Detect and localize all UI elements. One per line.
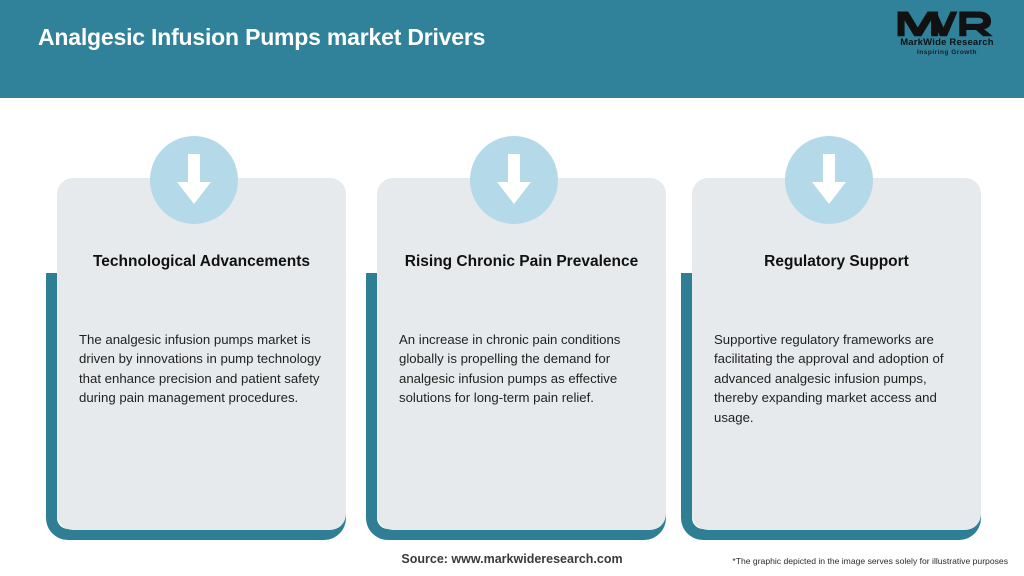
- card-body: Technological Advancements The analgesic…: [57, 178, 346, 530]
- card-description: The analgesic infusion pumps market is d…: [79, 332, 321, 406]
- disclaimer-note: *The graphic depicted in the image serve…: [732, 556, 1008, 566]
- card-heading: Technological Advancements: [92, 253, 311, 270]
- source-label: Source: www.markwideresearch.com: [401, 552, 623, 566]
- driver-card-3: Regulatory Support Supportive regulatory…: [681, 98, 987, 540]
- card-description: An increase in chronic pain conditions g…: [399, 332, 621, 406]
- arrow-down-icon: [785, 136, 873, 224]
- card-heading: Rising Chronic Pain Prevalence: [404, 253, 639, 270]
- driver-card-1: Technological Advancements The analgesic…: [46, 98, 352, 540]
- header-band: Analgesic Infusion Pumps market Drivers …: [0, 0, 1024, 98]
- card-body: Rising Chronic Pain Prevalence An increa…: [377, 178, 666, 530]
- driver-card-2: Rising Chronic Pain Prevalence An increa…: [366, 98, 672, 540]
- logo-tagline: Inspiring Growth: [917, 49, 977, 56]
- mwr-logo-icon: [897, 11, 993, 37]
- arrow-down-icon: [150, 136, 238, 224]
- logo-company-name: MarkWide Research: [900, 37, 994, 48]
- card-heading: Regulatory Support: [764, 253, 909, 270]
- card-body: Regulatory Support Supportive regulatory…: [692, 178, 981, 530]
- page-title: Analgesic Infusion Pumps market Drivers: [38, 24, 486, 50]
- arrow-down-icon: [470, 136, 558, 224]
- card-description: Supportive regulatory frameworks are fac…: [714, 332, 944, 425]
- brand-logo: MarkWide Research Inspiring Growth: [888, 8, 1006, 64]
- drivers-card-group: Technological Advancements The analgesic…: [0, 98, 1024, 540]
